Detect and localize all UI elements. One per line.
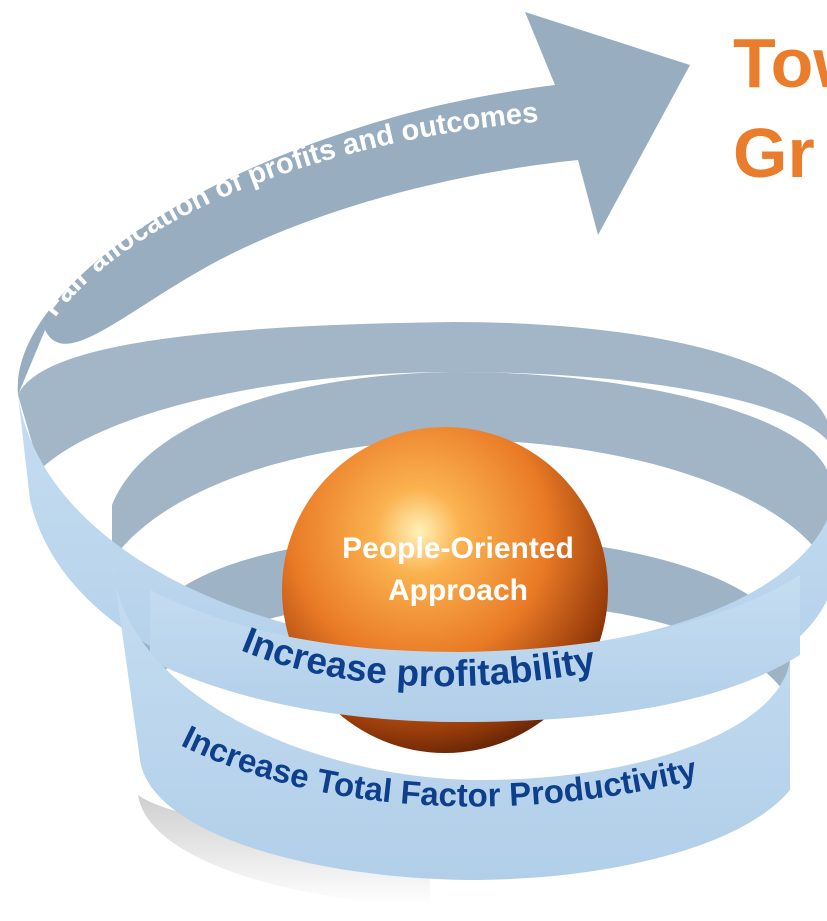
middle-ring-back [112,372,827,565]
title-line-2: Gr [733,114,815,192]
sphere-label-line1: People-Oriented [342,532,574,565]
title-line-1: Tow [733,24,827,102]
bottom-ribbon-front [112,560,790,880]
upper-ring-back [18,322,827,470]
top-arrow-ribbon [17,12,691,395]
sphere-label-line2: Approach [388,574,528,607]
middle-ribbon-overlay [150,575,800,722]
